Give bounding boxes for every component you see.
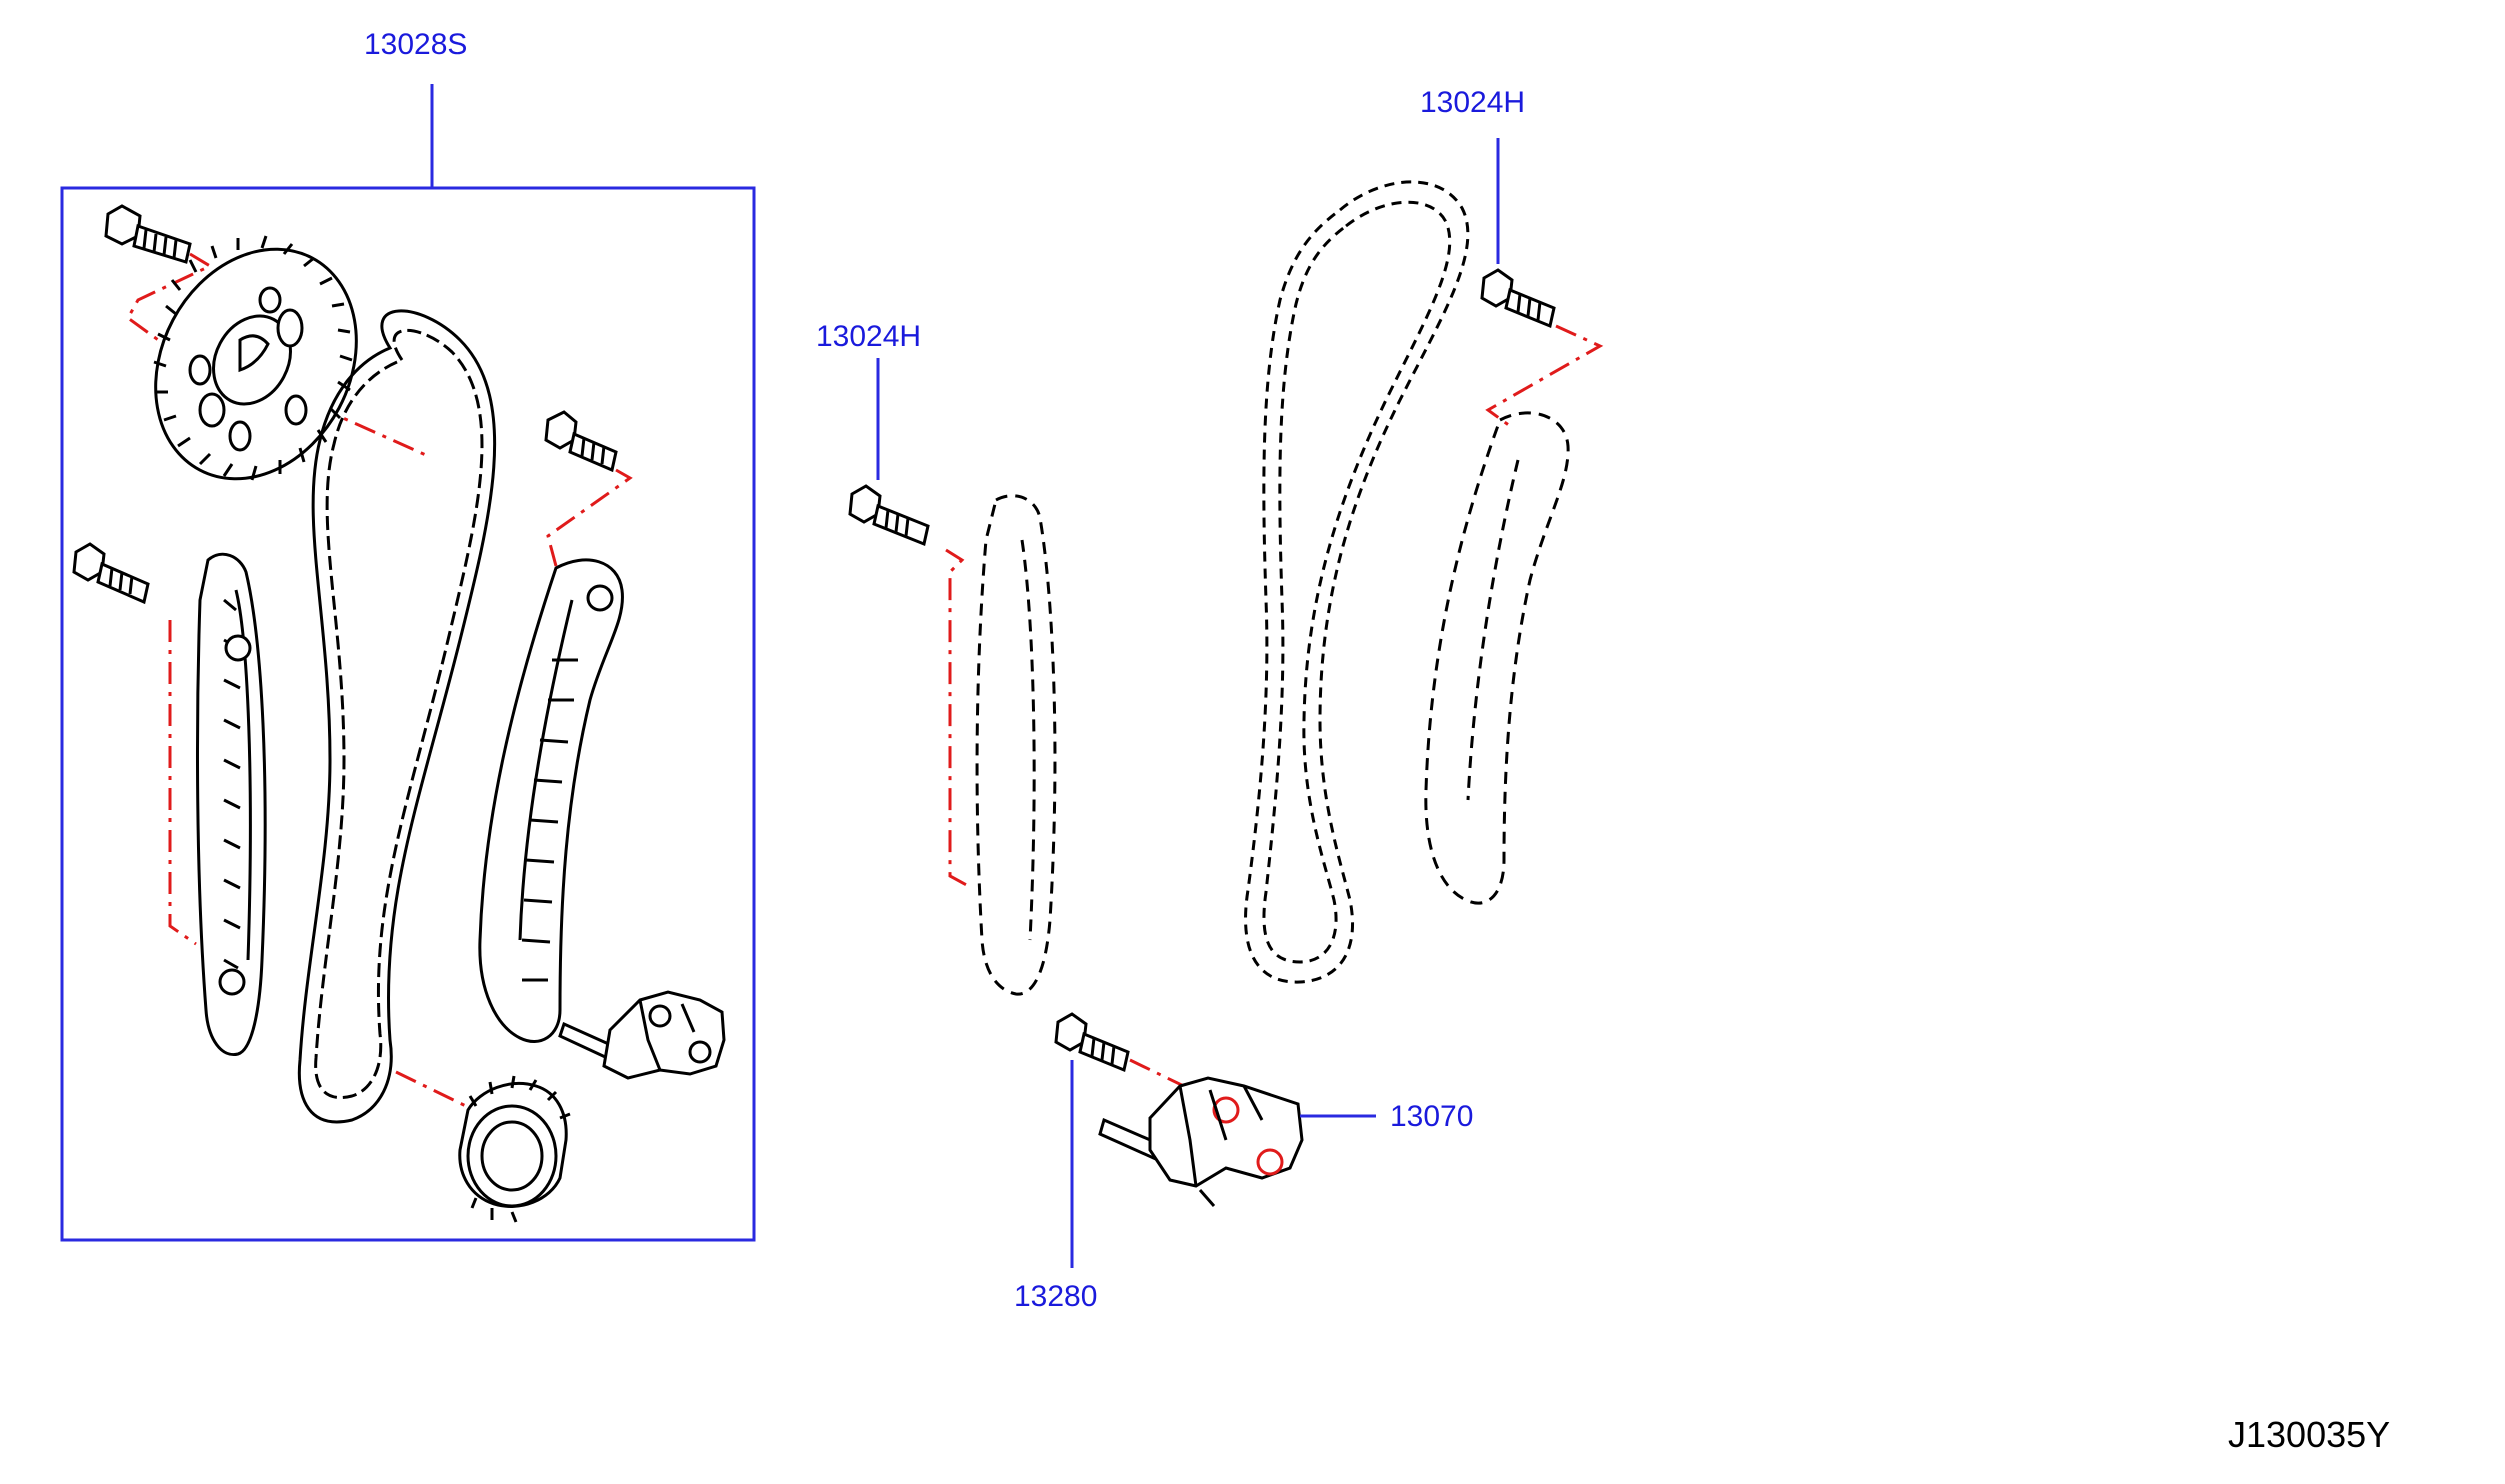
callout-13028s[interactable]: 13028S bbox=[364, 28, 468, 61]
chain-guide-icon[interactable] bbox=[478, 558, 624, 1043]
sprocket-icon[interactable] bbox=[117, 214, 396, 514]
diagram-id: J130035Y bbox=[2228, 1414, 2391, 1455]
callout-13024h-left[interactable]: 13024H bbox=[816, 320, 922, 353]
chain-icon[interactable] bbox=[1244, 180, 1470, 984]
crank-sprocket-icon[interactable] bbox=[458, 1075, 571, 1223]
chain-guide-icon[interactable] bbox=[975, 494, 1057, 996]
chain-icon[interactable] bbox=[297, 309, 497, 1124]
callout-13070[interactable]: 13070 bbox=[1390, 1100, 1474, 1133]
bolt-icon[interactable] bbox=[1480, 268, 1556, 329]
tensioner-icon[interactable] bbox=[1098, 1076, 1304, 1207]
callout-13280[interactable]: 13280 bbox=[1014, 1280, 1098, 1313]
phantom-line bbox=[945, 548, 973, 890]
bolt-icon[interactable] bbox=[1054, 1012, 1130, 1073]
bolt-icon[interactable] bbox=[544, 410, 618, 473]
tensioner-icon[interactable] bbox=[558, 990, 726, 1080]
phantom-line bbox=[1485, 324, 1604, 428]
kit-box bbox=[60, 84, 756, 1242]
phantom-line bbox=[168, 620, 197, 946]
phantom-line bbox=[395, 1070, 471, 1110]
phantom-line bbox=[546, 468, 633, 567]
bolt-icon[interactable] bbox=[72, 542, 150, 605]
bolt-icon[interactable] bbox=[848, 484, 930, 547]
callout-13024h-upper[interactable]: 13024H bbox=[1420, 86, 1526, 119]
bolt-icon[interactable] bbox=[104, 204, 192, 264]
chain-guide-icon[interactable] bbox=[196, 552, 267, 1057]
chain-guide-icon[interactable] bbox=[1424, 411, 1570, 905]
